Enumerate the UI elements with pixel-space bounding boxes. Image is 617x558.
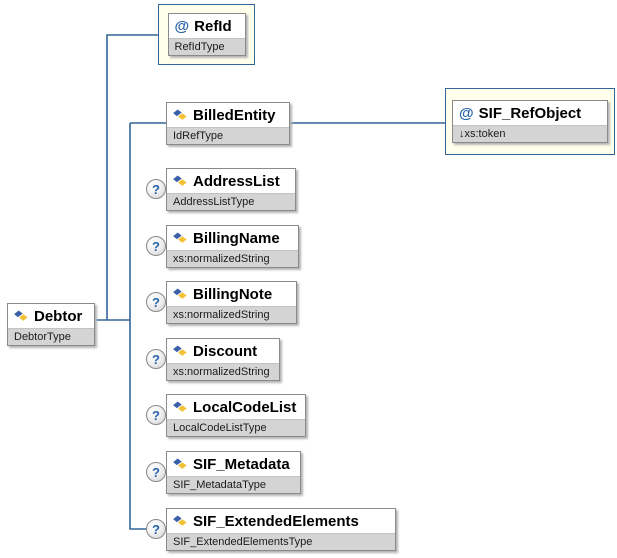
optional-badge: ? (146, 236, 166, 256)
node-billedentity-name: BilledEntity (193, 106, 276, 124)
node-billingnote-name: BillingNote (193, 285, 273, 303)
node-discount-header: Discount (167, 339, 279, 363)
node-localcodelist-name: LocalCodeList (193, 398, 297, 416)
node-sifextendedelements-header: SIF_ExtendedElements (167, 509, 395, 533)
node-refid-name: RefId (194, 17, 232, 35)
node-refid-type: RefIdType (168, 38, 245, 55)
node-addresslist-type: AddressListType (167, 193, 295, 210)
node-billingnote[interactable]: BillingNote xs:normalizedString (166, 281, 297, 324)
node-localcodelist-type: LocalCodeListType (167, 419, 305, 436)
node-billedentity[interactable]: BilledEntity IdRefType (166, 102, 290, 145)
attribute-icon: @ (174, 17, 190, 35)
node-refobject-name: SIF_RefObject (478, 104, 582, 122)
element-icon (173, 345, 188, 357)
node-billingnote-type: xs:normalizedString (167, 306, 296, 323)
element-icon (173, 515, 188, 527)
node-debtor-header: Debtor (8, 304, 94, 328)
node-sifextendedelements-name: SIF_ExtendedElements (193, 512, 359, 530)
connector-refid (106, 34, 158, 320)
node-sifmetadata[interactable]: SIF_Metadata SIF_MetadataType (166, 451, 301, 494)
node-billingnote-header: BillingNote (167, 282, 296, 306)
element-icon (14, 310, 29, 322)
node-refobject-header: @ SIF_RefObject (453, 101, 607, 125)
attribute-container-refid: @ RefId RefIdType (158, 4, 255, 65)
attribute-icon: @ (459, 104, 474, 122)
optional-badge: ? (146, 405, 166, 425)
optional-badge: ? (146, 519, 166, 539)
node-debtor-type: DebtorType (8, 328, 94, 345)
optional-badge: ? (146, 462, 166, 482)
node-addresslist-header: AddressList (167, 169, 295, 193)
node-discount-name: Discount (193, 342, 258, 360)
optional-badge: ? (146, 179, 166, 199)
node-billedentity-header: BilledEntity (167, 103, 289, 127)
node-refid[interactable]: @ RefId RefIdType (167, 13, 246, 56)
node-sifmetadata-name: SIF_Metadata (193, 455, 290, 473)
node-sifextendedelements-type: SIF_ExtendedElementsType (167, 533, 395, 550)
node-discount-type: xs:normalizedString (167, 363, 279, 380)
node-debtor[interactable]: Debtor DebtorType (7, 303, 95, 346)
node-refobject-type: ↓xs:token (453, 125, 607, 142)
node-debtor-name: Debtor (34, 307, 83, 325)
node-billingname-header: BillingName (167, 226, 298, 250)
node-refobject[interactable]: @ SIF_RefObject ↓xs:token (452, 100, 608, 143)
optional-badge: ? (146, 349, 166, 369)
connector-children-trunk (129, 123, 146, 530)
attribute-container-refobject: @ SIF_RefObject ↓xs:token (445, 88, 615, 155)
element-icon (173, 232, 188, 244)
element-icon (173, 458, 188, 470)
element-icon (173, 109, 188, 121)
element-icon (173, 288, 188, 300)
node-addresslist-name: AddressList (193, 172, 280, 190)
node-localcodelist-header: LocalCodeList (167, 395, 305, 419)
node-sifextendedelements[interactable]: SIF_ExtendedElements SIF_ExtendedElement… (166, 508, 396, 551)
node-refid-header: @ RefId (168, 14, 245, 38)
node-billingname-name: BillingName (193, 229, 280, 247)
node-localcodelist[interactable]: LocalCodeList LocalCodeListType (166, 394, 306, 437)
node-billingname[interactable]: BillingName xs:normalizedString (166, 225, 299, 268)
node-sifmetadata-header: SIF_Metadata (167, 452, 300, 476)
element-icon (173, 401, 188, 413)
optional-badge: ? (146, 292, 166, 312)
node-addresslist[interactable]: AddressList AddressListType (166, 168, 296, 211)
node-billingname-type: xs:normalizedString (167, 250, 298, 267)
node-discount[interactable]: Discount xs:normalizedString (166, 338, 280, 381)
node-billedentity-type: IdRefType (167, 127, 289, 144)
node-sifmetadata-type: SIF_MetadataType (167, 476, 300, 493)
element-icon (173, 175, 188, 187)
